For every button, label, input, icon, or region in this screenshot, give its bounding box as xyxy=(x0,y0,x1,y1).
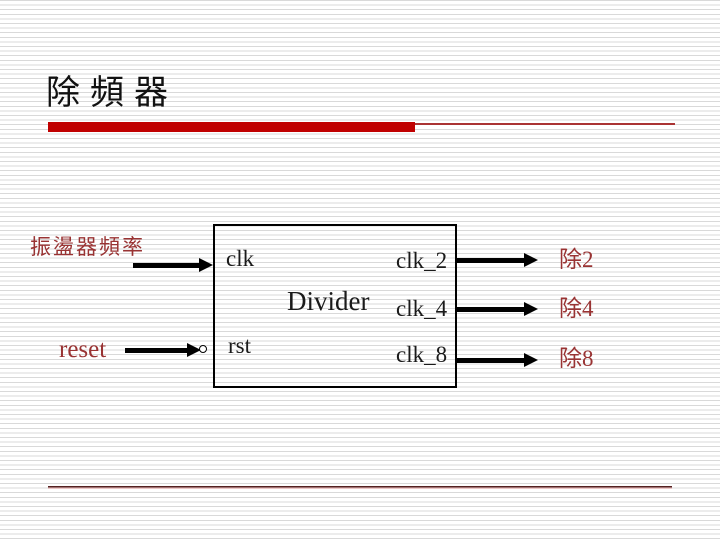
title-accent-bar xyxy=(48,122,415,132)
output-label-divide-by-4: 除4 xyxy=(559,296,594,321)
arrow-shaft xyxy=(133,262,199,268)
arrow-head-icon xyxy=(524,302,538,316)
port-label-rst: rst xyxy=(228,333,251,358)
clk8-output-arrow xyxy=(457,353,538,367)
clk4-output-arrow xyxy=(457,302,538,316)
output-label-divide-by-8: 除8 xyxy=(559,346,594,371)
clk-input-arrow xyxy=(133,258,213,272)
page-title: 除頻器 xyxy=(46,75,178,112)
input-label-oscillator-frequency: 振盪器頻率 xyxy=(30,235,145,259)
output-label-divide-by-2: 除2 xyxy=(559,247,594,272)
arrow-shaft xyxy=(125,347,187,353)
arrow-shaft xyxy=(457,257,524,263)
clk2-output-arrow xyxy=(457,253,538,267)
arrow-shaft xyxy=(457,306,524,312)
arrow-head-icon xyxy=(199,258,213,272)
port-label-clk4: clk_4 xyxy=(396,296,448,321)
rst-input-arrow xyxy=(125,343,201,357)
arrow-head-icon xyxy=(187,343,201,357)
block-label-divider: Divider xyxy=(287,286,370,316)
arrow-shaft xyxy=(457,357,524,363)
port-label-clk2: clk_2 xyxy=(396,248,448,273)
divider-block xyxy=(213,224,457,388)
active-low-bubble-icon xyxy=(199,345,207,353)
port-label-clk: clk xyxy=(226,246,255,271)
arrow-head-icon xyxy=(524,253,538,267)
input-label-reset: reset xyxy=(59,336,107,363)
footer-rule xyxy=(48,486,672,489)
port-label-clk8: clk_8 xyxy=(396,342,448,367)
title-accent-rule xyxy=(415,123,675,125)
arrow-head-icon xyxy=(524,353,538,367)
